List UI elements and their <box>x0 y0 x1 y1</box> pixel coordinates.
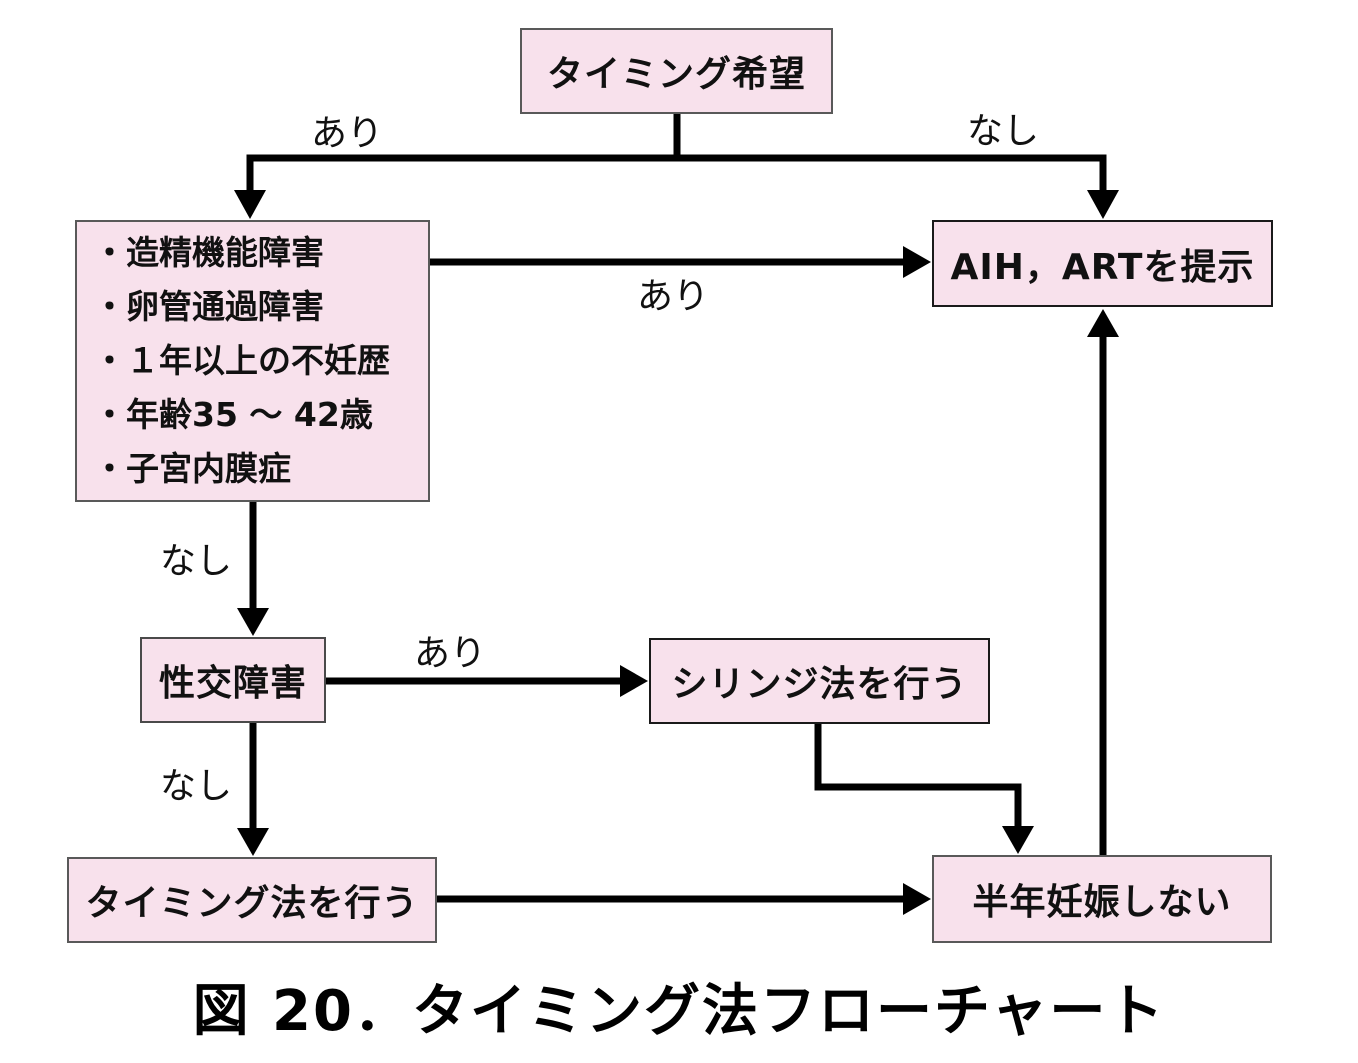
node-timing-kibou: タイミング希望 <box>520 28 833 114</box>
node-syringe-method: シリンジ法を行う <box>649 638 990 724</box>
edge-seikou-to-timing <box>237 723 269 856</box>
edge-start-branch <box>234 114 1119 219</box>
node-aih-art-label: AIH，ARTを提示 <box>950 246 1255 288</box>
edge-timing-to-hannen <box>437 883 931 915</box>
criteria-item: ・子宮内膜症 <box>93 449 291 488</box>
edge-label-seikou-yes: あり <box>413 633 487 674</box>
edge-hannen-to-aih <box>1087 309 1119 855</box>
edge-label-criteria-no: なし <box>159 541 233 582</box>
criteria-item: ・年齢35 〜 42歳 <box>93 395 373 434</box>
node-syringe-method-label: シリンジ法を行う <box>671 664 968 705</box>
node-hannen-ninshin-label: 半年妊娠しない <box>972 882 1232 923</box>
edge-label-criteria-yes: あり <box>636 276 710 317</box>
node-hannen-ninshin: 半年妊娠しない <box>932 855 1272 943</box>
edge-label-start-yes: あり <box>310 113 384 154</box>
edge-label-seikou-no: なし <box>159 766 233 807</box>
edge-criteria-to-aih <box>430 246 931 278</box>
node-seikou-shougai-label: 性交障害 <box>158 663 307 704</box>
edge-label-start-no: なし <box>966 111 1040 152</box>
edge-syringe-to-hannen <box>814 724 1034 854</box>
criteria-item: ・１年以上の不妊歴 <box>93 341 390 380</box>
edge-seikou-to-syringe <box>326 665 648 697</box>
node-criteria-list: ・造精機能障害 ・卵管通過障害 ・１年以上の不妊歴 ・年齢35 〜 42歳 ・子… <box>75 220 430 502</box>
edge-criteria-to-seikou <box>237 502 269 636</box>
criteria-item: ・造精機能障害 <box>93 233 324 272</box>
node-timing-method-label: タイミング法を行う <box>85 883 419 924</box>
criteria-item: ・卵管通過障害 <box>93 287 324 326</box>
node-seikou-shougai: 性交障害 <box>140 637 326 723</box>
node-timing-method: タイミング法を行う <box>67 857 437 943</box>
node-timing-kibou-label: タイミング希望 <box>546 54 806 95</box>
figure-caption: 図 20．タイミング法フローチャート <box>192 979 1166 1044</box>
node-aih-art: AIH，ARTを提示 <box>932 220 1273 307</box>
